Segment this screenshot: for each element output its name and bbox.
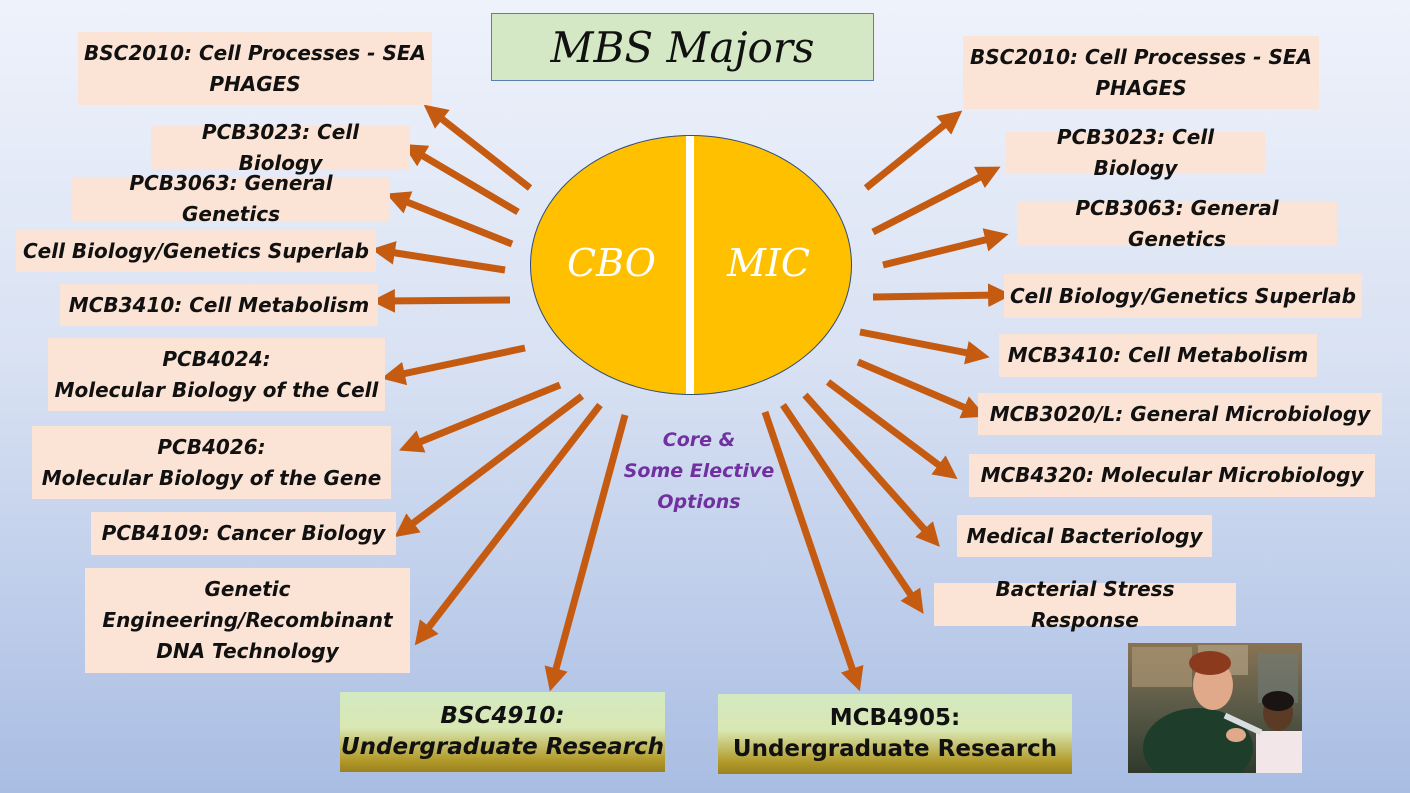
course-line: PCB3023: Cell Biology	[1056, 125, 1215, 180]
arrow	[402, 143, 520, 216]
left-course-box: PCB3063: General Genetics	[72, 171, 390, 226]
arrow	[544, 414, 629, 692]
course-line: PCB3063: General Genetics	[129, 171, 333, 226]
course-line: DNA Technology	[156, 639, 339, 663]
arrow	[856, 358, 986, 419]
left-course-box: PCB3023: Cell Biology	[151, 120, 410, 175]
course-line: PCB3023: Cell Biology	[201, 120, 360, 175]
course-line: PHAGES	[1095, 75, 1187, 100]
research-line: BSC4910:	[440, 703, 565, 729]
arrow	[802, 392, 940, 547]
page-title: MBS Majors	[491, 13, 874, 81]
left-course-box: BSC2010: Cell Processes - SEA PHAGES	[78, 32, 432, 105]
arrow	[394, 393, 585, 538]
course-line: PCB4026:	[157, 434, 266, 459]
arrow	[761, 410, 864, 692]
arrow	[423, 104, 533, 191]
left-course-box: Genetic Engineering/Recombinant DNA Tech…	[85, 568, 410, 673]
arrow	[371, 289, 511, 313]
course-line: Cell Biology/Genetics Superlab	[1010, 283, 1356, 308]
course-line: PCB3063: General Genetics	[1075, 195, 1279, 251]
arrow	[825, 379, 958, 480]
course-line: Engineering/Recombinant	[102, 608, 393, 632]
course-line: BSC2010: Cell Processes - SEA	[970, 44, 1312, 69]
research-box-bsc4910: BSC4910: Undergraduate Research	[340, 692, 665, 772]
right-course-box: PCB3023: Cell Biology	[1006, 125, 1265, 180]
mic-label: MIC	[727, 241, 810, 285]
right-course-box: PCB3063: General Genetics	[1017, 196, 1337, 251]
right-course-box: Bacterial Stress Response	[934, 577, 1236, 632]
right-course-box: Medical Bacteriology	[957, 515, 1212, 557]
course-line: PHAGES	[209, 71, 301, 96]
course-line: Cell Biology/Genetics Superlab	[23, 238, 369, 263]
arrow	[872, 283, 1012, 308]
arrow	[381, 344, 526, 386]
arrow	[863, 110, 963, 191]
left-course-box: PCB4024: Molecular Biology of the Cell	[48, 338, 385, 411]
core-elective-text: Core & Some Elective Options	[600, 425, 798, 518]
arrow	[780, 403, 924, 614]
right-course-box: MCB3020/L: General Microbiology	[978, 393, 1382, 435]
lab-photo	[1128, 643, 1302, 773]
course-line: Molecular Biology of the Gene	[41, 465, 382, 490]
core-line: Core &	[662, 429, 736, 451]
research-line: Undergraduate Research	[340, 734, 665, 760]
right-course-box: MCB4320: Molecular Microbiology	[969, 454, 1375, 497]
left-course-box: PCB4109: Cancer Biology	[91, 512, 396, 555]
course-line: MCB3410: Cell Metabolism	[68, 292, 370, 317]
course-line: BSC2010: Cell Processes - SEA	[84, 40, 426, 65]
research-line: MCB4905:	[829, 705, 961, 731]
course-line: PCB4109: Cancer Biology	[101, 521, 386, 545]
course-line: Molecular Biology of the Cell	[54, 377, 379, 402]
course-line: PCB4024:	[162, 346, 271, 371]
core-line: Options	[657, 491, 741, 513]
course-line: Medical Bacteriology	[966, 523, 1203, 548]
oval-divider	[686, 136, 694, 394]
arrow	[371, 241, 506, 274]
arrow	[398, 381, 562, 453]
research-box-mcb4905: MCB4905: Undergraduate Research	[718, 694, 1072, 774]
major-oval: CBO MIC	[530, 135, 852, 395]
right-course-box: BSC2010: Cell Processes - SEA PHAGES	[963, 36, 1319, 109]
arrow	[414, 402, 603, 646]
right-course-box: Cell Biology/Genetics Superlab	[1004, 274, 1362, 318]
left-course-box: PCB4026: Molecular Biology of the Gene	[32, 426, 391, 499]
course-line: MCB3020/L: General Microbiology	[989, 401, 1371, 426]
left-course-box: Cell Biology/Genetics Superlab	[16, 230, 376, 272]
course-line: Genetic	[204, 577, 291, 601]
core-line: Some Elective	[623, 460, 775, 482]
left-course-box: MCB3410: Cell Metabolism	[60, 284, 378, 326]
arrow	[385, 191, 514, 248]
course-line: MCB4320: Molecular Microbiology	[980, 463, 1364, 487]
arrow	[859, 328, 990, 365]
right-course-box: MCB3410: Cell Metabolism	[999, 334, 1317, 377]
course-line: MCB3410: Cell Metabolism	[1007, 343, 1309, 367]
arrow	[871, 166, 1001, 236]
course-line: Bacterial Stress Response	[995, 576, 1175, 632]
arrow	[882, 228, 1009, 269]
cbo-label: CBO	[567, 241, 656, 285]
research-line: Undergraduate Research	[732, 736, 1058, 762]
